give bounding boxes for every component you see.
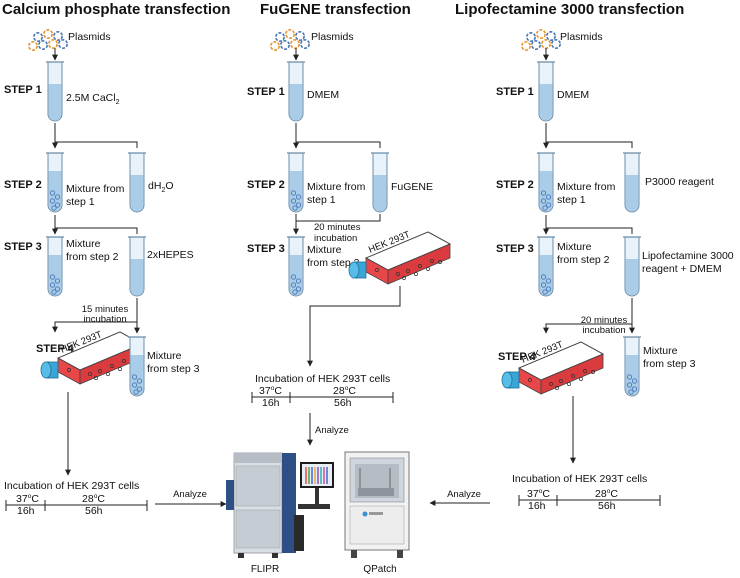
flipr-instrument: FLIPR	[226, 452, 334, 575]
step2-mixture-line2: step 1	[307, 194, 336, 206]
column-lipofectamine: Lipofectamine 3000 transfection Plasmids…	[429, 1, 734, 512]
step3-mixture-line2: from step 2	[557, 254, 610, 266]
column-calcium-phosphate: Calcium phosphate transfection Plasmids …	[2, 1, 230, 517]
step1-label: STEP 1	[496, 86, 534, 98]
incubation-temp-1: 37oC	[527, 488, 550, 500]
test-tube-icon	[286, 61, 306, 122]
step3-mixture-line1: Mixture	[307, 244, 342, 256]
step3-label: STEP 3	[247, 243, 285, 255]
step3-mixture-line2: from step 2	[66, 251, 119, 263]
test-tube-icon	[45, 152, 65, 213]
test-tube-icon	[286, 152, 306, 213]
incubation-duration-1: 16h	[17, 505, 35, 517]
step2-reagent: dH2O	[148, 180, 174, 194]
incubation-title: Incubation of HEK 293T cells	[4, 480, 139, 492]
step1-label: STEP 1	[4, 84, 42, 96]
step3-mixture-line1: Mixture	[66, 238, 101, 250]
incubation-duration-2: 56h	[85, 505, 103, 517]
step2-label: STEP 2	[247, 179, 285, 191]
plasmids-label: Plasmids	[560, 31, 603, 43]
column-title: FuGENE transfection	[260, 1, 411, 18]
column-fugene: FuGENE transfection Plasmids STEP 1 DMEM…	[247, 1, 451, 446]
incubation-note-line2: incubation	[582, 325, 625, 336]
step3-label: STEP 3	[496, 243, 534, 255]
step3-label: STEP 3	[4, 241, 42, 253]
step2-mixture-line1: Mixture from	[307, 181, 366, 193]
step4-mixture-line2: from step 3	[643, 358, 696, 370]
test-tube-icon	[536, 152, 556, 213]
step3-reagent-line2: reagent + DMEM	[642, 263, 722, 275]
qpatch-label: QPatch	[363, 564, 396, 575]
plasmids-label: Plasmids	[68, 31, 111, 43]
column-title: Lipofectamine 3000 transfection	[455, 1, 684, 18]
step4-label: STEP 4	[36, 343, 75, 355]
incubation-duration-2: 56h	[598, 500, 616, 512]
incubation-temp-2: 28oC	[333, 385, 356, 397]
step4-mixture-line2: from step 3	[147, 363, 200, 375]
test-tube-icon	[536, 236, 556, 297]
step2-reagent: P3000 reagent	[645, 176, 714, 188]
plasmids-label: Plasmids	[311, 31, 354, 43]
plasmids-icon	[269, 28, 311, 52]
step2-label: STEP 2	[496, 179, 534, 191]
test-tube-icon	[127, 236, 147, 297]
test-tube-icon	[45, 61, 65, 122]
test-tube-icon	[622, 152, 642, 213]
incubation-temp-1: 37oC	[259, 385, 282, 397]
incubation-note-line1: 15 minutes	[82, 304, 129, 315]
incubation-temp-2: 28oC	[595, 488, 618, 500]
incubation-title: Incubation of HEK 293T cells	[255, 373, 390, 385]
step1-reagent: DMEM	[307, 89, 339, 101]
test-tube-icon	[622, 336, 642, 397]
plasmids-icon	[520, 28, 562, 52]
incubation-note-line2: incubation	[314, 233, 357, 244]
incubation-temp-2: 28oC	[82, 493, 105, 505]
test-tube-icon	[622, 236, 642, 297]
qpatch-instrument: QPatch	[344, 451, 410, 575]
step2-mixture-line1: Mixture from	[66, 183, 125, 195]
step1-reagent: 2.5M CaCl2	[66, 92, 120, 106]
test-tube-icon	[370, 152, 390, 213]
incubation-note-line1: 20 minutes	[314, 222, 361, 233]
test-tube-icon	[536, 61, 556, 122]
incubation-title: Incubation of HEK 293T cells	[512, 473, 647, 485]
step2-label: STEP 2	[4, 179, 42, 191]
incubation-temp-1: 37oC	[16, 493, 39, 505]
analyze-label: Analyze	[173, 489, 207, 500]
incubation-note-line1: 20 minutes	[581, 315, 628, 326]
step3-reagent: 2xHEPES	[147, 249, 194, 261]
incubation-duration-1: 16h	[262, 397, 280, 409]
test-tube-icon	[127, 336, 147, 397]
step2-mixture-line2: step 1	[66, 196, 95, 208]
test-tube-icon	[45, 236, 65, 297]
step1-label: STEP 1	[247, 86, 285, 98]
step3-mixture-line2: from step 2	[307, 257, 360, 269]
incubation-duration-2: 56h	[334, 397, 352, 409]
step3-reagent-line1: Lipofectamine 3000	[642, 250, 734, 262]
test-tube-icon	[286, 236, 306, 297]
flipr-label: FLIPR	[251, 564, 279, 575]
test-tube-icon	[127, 152, 147, 213]
incubation-duration-1: 16h	[528, 500, 546, 512]
step4-mixture-line1: Mixture	[643, 345, 678, 357]
step4-label: STEP 4	[498, 351, 537, 363]
analyze-label: Analyze	[447, 489, 481, 500]
column-title: Calcium phosphate transfection	[2, 1, 230, 18]
plasmids-icon	[27, 28, 68, 52]
analyze-label: Analyze	[315, 425, 349, 436]
step2-reagent: FuGENE	[391, 181, 433, 193]
incubation-note-line2: incubation	[83, 314, 126, 325]
step3-mixture-line1: Mixture	[557, 241, 592, 253]
step2-mixture-line2: step 1	[557, 194, 586, 206]
step1-reagent: DMEM	[557, 89, 589, 101]
step2-mixture-line1: Mixture from	[557, 181, 616, 193]
step4-mixture-line1: Mixture	[147, 350, 182, 362]
